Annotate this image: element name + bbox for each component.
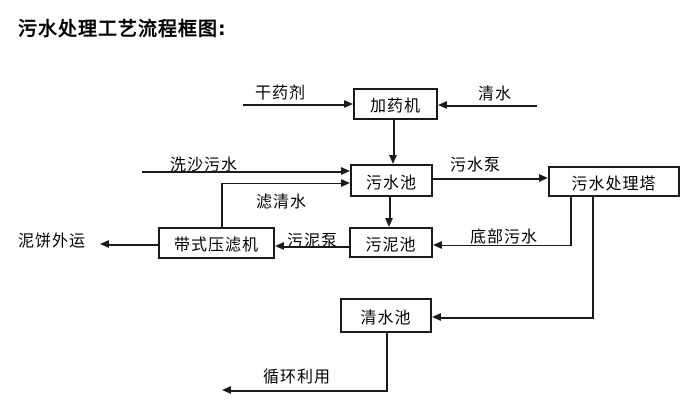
label-sludge-pump: 污泥泵	[287, 231, 339, 250]
arrowhead-left-icon	[275, 242, 284, 251]
arrowhead-left-icon	[438, 101, 447, 110]
label-dry-chemical: 干药剂	[255, 83, 307, 102]
arrowhead-right-icon	[539, 174, 548, 183]
line-clean-water	[447, 105, 537, 107]
line-tower-to-clean-vertical	[592, 197, 594, 319]
line-tower-to-clean	[441, 317, 594, 319]
arrowhead-left-icon	[432, 313, 441, 322]
label-sand-washing-sewage: 洗沙污水	[170, 155, 239, 174]
node-clean-water-pool-label: 清水池	[360, 307, 412, 327]
line-sand-washing-sewage	[142, 171, 341, 173]
node-sludge-pool: 污泥池	[349, 227, 433, 258]
node-dosing-machine: 加药机	[353, 88, 438, 120]
arrowhead-right-icon	[341, 178, 350, 187]
arrowhead-down-icon	[385, 218, 394, 227]
arrowhead-right-icon	[344, 100, 353, 109]
arrowhead-left-icon	[433, 240, 442, 249]
node-belt-filter-press: 带式压滤机	[158, 227, 275, 259]
label-filtered-water: 滤清水	[256, 192, 308, 211]
line-recycled-use-vertical	[386, 333, 388, 392]
node-clean-water-pool: 清水池	[340, 298, 432, 333]
line-bottom-sewage	[442, 244, 571, 246]
node-treatment-tower-label: 污水处理塔	[571, 173, 657, 193]
node-sewage-pool-label: 污水池	[365, 172, 417, 192]
node-treatment-tower: 污水处理塔	[548, 166, 680, 197]
arrowhead-left-icon	[100, 240, 109, 249]
label-sewage-pump: 污水泵	[450, 155, 502, 174]
line-dosing-to-sewage	[393, 120, 395, 155]
node-dosing-machine-label: 加药机	[369, 96, 421, 115]
label-bottom-sewage: 底部污水	[470, 227, 539, 246]
line-dry-chemical	[243, 104, 344, 106]
line-filtered-water-vertical	[221, 183, 223, 227]
line-filtered-water	[221, 182, 341, 184]
node-sludge-pool-label: 污泥池	[365, 234, 417, 254]
arrowhead-left-icon	[222, 386, 231, 395]
node-belt-filter-press-label: 带式压滤机	[173, 235, 259, 254]
arrowhead-right-icon	[341, 167, 350, 176]
label-mud-cake-out: 泥饼外运	[18, 231, 87, 250]
line-sewage-to-sludge	[389, 197, 391, 218]
page-title: 污水处理工艺流程框图:	[18, 18, 227, 40]
line-mud-cake-out	[109, 244, 158, 246]
arrowhead-down-icon	[389, 155, 398, 164]
line-bottom-sewage-vertical	[570, 197, 572, 246]
label-recycled-use: 循环利用	[263, 367, 332, 386]
line-sewage-pump	[433, 178, 539, 180]
line-recycled-use	[231, 390, 387, 392]
node-sewage-pool: 污水池	[350, 164, 433, 197]
line-sludge-pump	[284, 246, 349, 248]
label-clean-water: 清水	[478, 84, 513, 103]
